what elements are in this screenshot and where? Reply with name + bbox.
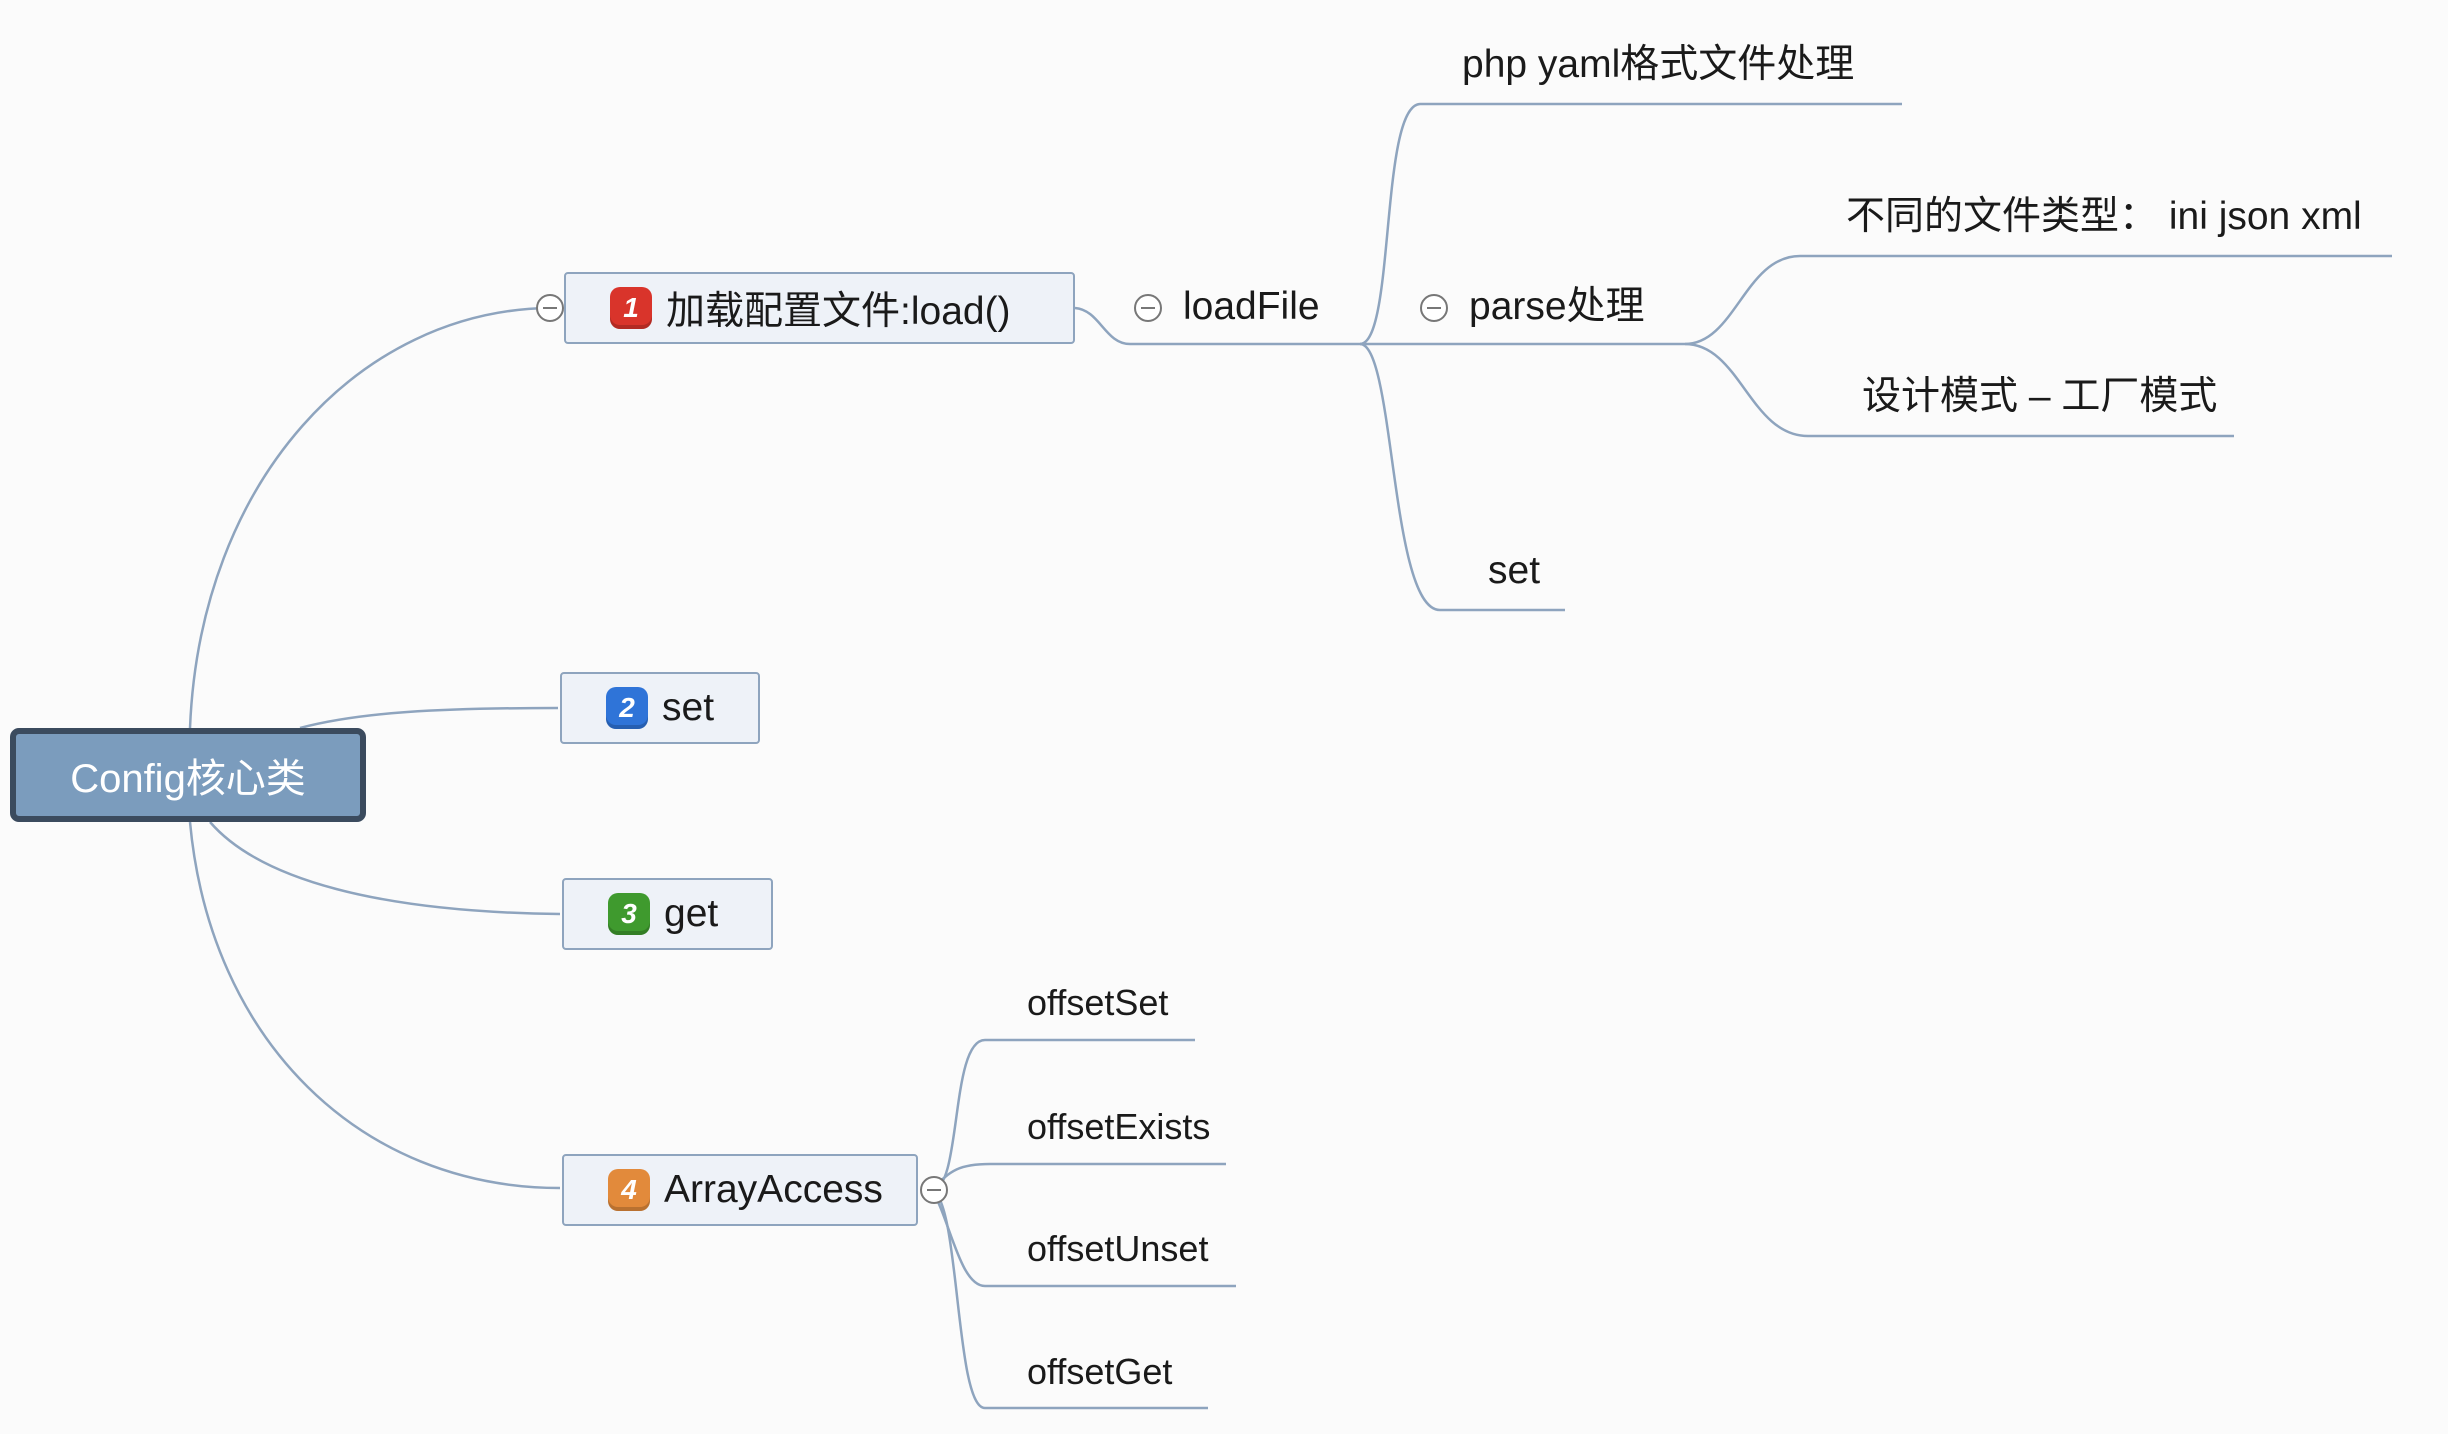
connector-parse-design <box>1684 342 2234 438</box>
connector-load-loadfile <box>1074 306 1360 346</box>
design-pattern-topic[interactable]: 设计模式 – 工厂模式 <box>1862 375 2218 418</box>
branch-get-label: get <box>664 892 719 935</box>
connector-loadfile-yaml <box>1359 102 1902 346</box>
branch-load-label: 加载配置文件:load() <box>666 290 1011 333</box>
offsetset-topic[interactable]: offsetSet <box>1027 982 1169 1023</box>
offsetunset-topic[interactable]: offsetUnset <box>1027 1228 1209 1269</box>
collapse-arrayaccess-toggle[interactable] <box>920 1176 948 1204</box>
root-node[interactable]: Config核心类 <box>10 728 366 822</box>
file-types-topic[interactable]: 不同的文件类型： ini json xml <box>1846 195 2362 238</box>
priority-3-icon: 3 <box>608 893 650 935</box>
branch-set-label: set <box>662 686 715 729</box>
parse-topic[interactable]: parse处理 <box>1469 285 1645 328</box>
branch-get-node[interactable]: 3 get <box>562 878 773 950</box>
loadfile-set-topic[interactable]: set <box>1488 549 1541 592</box>
priority-4-icon: 4 <box>608 1169 650 1211</box>
connector-root-arrayaccess <box>188 821 561 1190</box>
offsetget-topic[interactable]: offsetGet <box>1027 1351 1173 1392</box>
collapse-parse-toggle[interactable] <box>1420 294 1448 322</box>
branch-load-node[interactable]: 1 加载配置文件:load() <box>564 272 1075 344</box>
offsetexists-topic[interactable]: offsetExists <box>1027 1106 1211 1147</box>
php-yaml-topic[interactable]: php yaml格式文件处理 <box>1462 43 1855 86</box>
branch-arrayaccess-node[interactable]: 4 ArrayAccess <box>562 1154 918 1226</box>
collapse-loadfile-toggle[interactable] <box>1134 294 1162 322</box>
branch-arrayaccess-label: ArrayAccess <box>664 1168 883 1211</box>
connector-root-load <box>188 306 551 729</box>
loadfile-topic[interactable]: loadFile <box>1183 285 1320 328</box>
connector-loadfile-set <box>1359 342 1565 612</box>
connector-root-get <box>209 821 561 916</box>
connector-aa-offsetexists <box>931 1162 1226 1191</box>
priority-1-icon: 1 <box>610 287 652 329</box>
collapse-load-toggle[interactable] <box>536 294 564 322</box>
root-label: Config核心类 <box>70 757 306 801</box>
connector-aa-offsetget <box>931 1188 1208 1410</box>
priority-2-icon: 2 <box>606 687 648 729</box>
connector-parse-types <box>1684 254 2392 346</box>
connector-root-set <box>299 706 559 730</box>
branch-set-node[interactable]: 2 set <box>560 672 760 744</box>
